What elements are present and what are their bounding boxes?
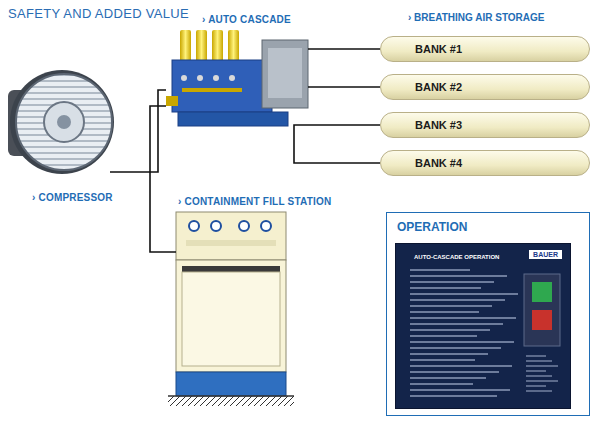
auto-cascade-drawing <box>166 30 308 126</box>
panel-decoration <box>396 244 572 410</box>
storage-bank: BANK #2 <box>380 74 590 100</box>
fill-station-node: › CONTAINMENT FILL STATION <box>176 212 286 396</box>
storage-bank: BANK #4 <box>380 150 590 176</box>
storage-bank: BANK #1 <box>380 36 590 62</box>
air-line <box>110 90 166 172</box>
node-text: › AUTO CASCADE <box>202 14 291 25</box>
control-panel: AUTO-CASCADE OPERATION BAUER <box>395 243 571 409</box>
node-text: BANK #2 <box>415 81 462 93</box>
compressor-node: › COMPRESSOR <box>10 70 116 176</box>
compressor-drawing <box>8 70 114 174</box>
node-text: › COMPRESSOR <box>32 192 113 203</box>
section-label: › BREATHING AIR STORAGE <box>408 12 544 23</box>
fill-station-drawing <box>168 212 294 406</box>
air-line <box>150 106 176 252</box>
storage-bank: BANK #3 <box>380 112 590 138</box>
node-text: › CONTAINMENT FILL STATION <box>178 196 331 207</box>
air-line <box>308 48 380 50</box>
node-text: OPERATION <box>397 220 467 234</box>
air-line <box>308 86 380 88</box>
node-text: BANK #4 <box>415 157 462 169</box>
operation-box: OPERATION AUTO-CASCADE OPERATION BAUER <box>386 212 590 416</box>
auto-cascade-node: › AUTO CASCADE <box>166 30 308 126</box>
node-text: BANK #1 <box>415 43 462 55</box>
node-text: BANK #3 <box>415 119 462 131</box>
diagram-title: SAFETY AND ADDED VALUE <box>8 6 189 21</box>
node-text: AUTO-CASCADE OPERATION <box>414 254 499 260</box>
air-line <box>294 126 380 163</box>
brand-text: BAUER <box>529 250 562 259</box>
air-line <box>294 125 380 126</box>
